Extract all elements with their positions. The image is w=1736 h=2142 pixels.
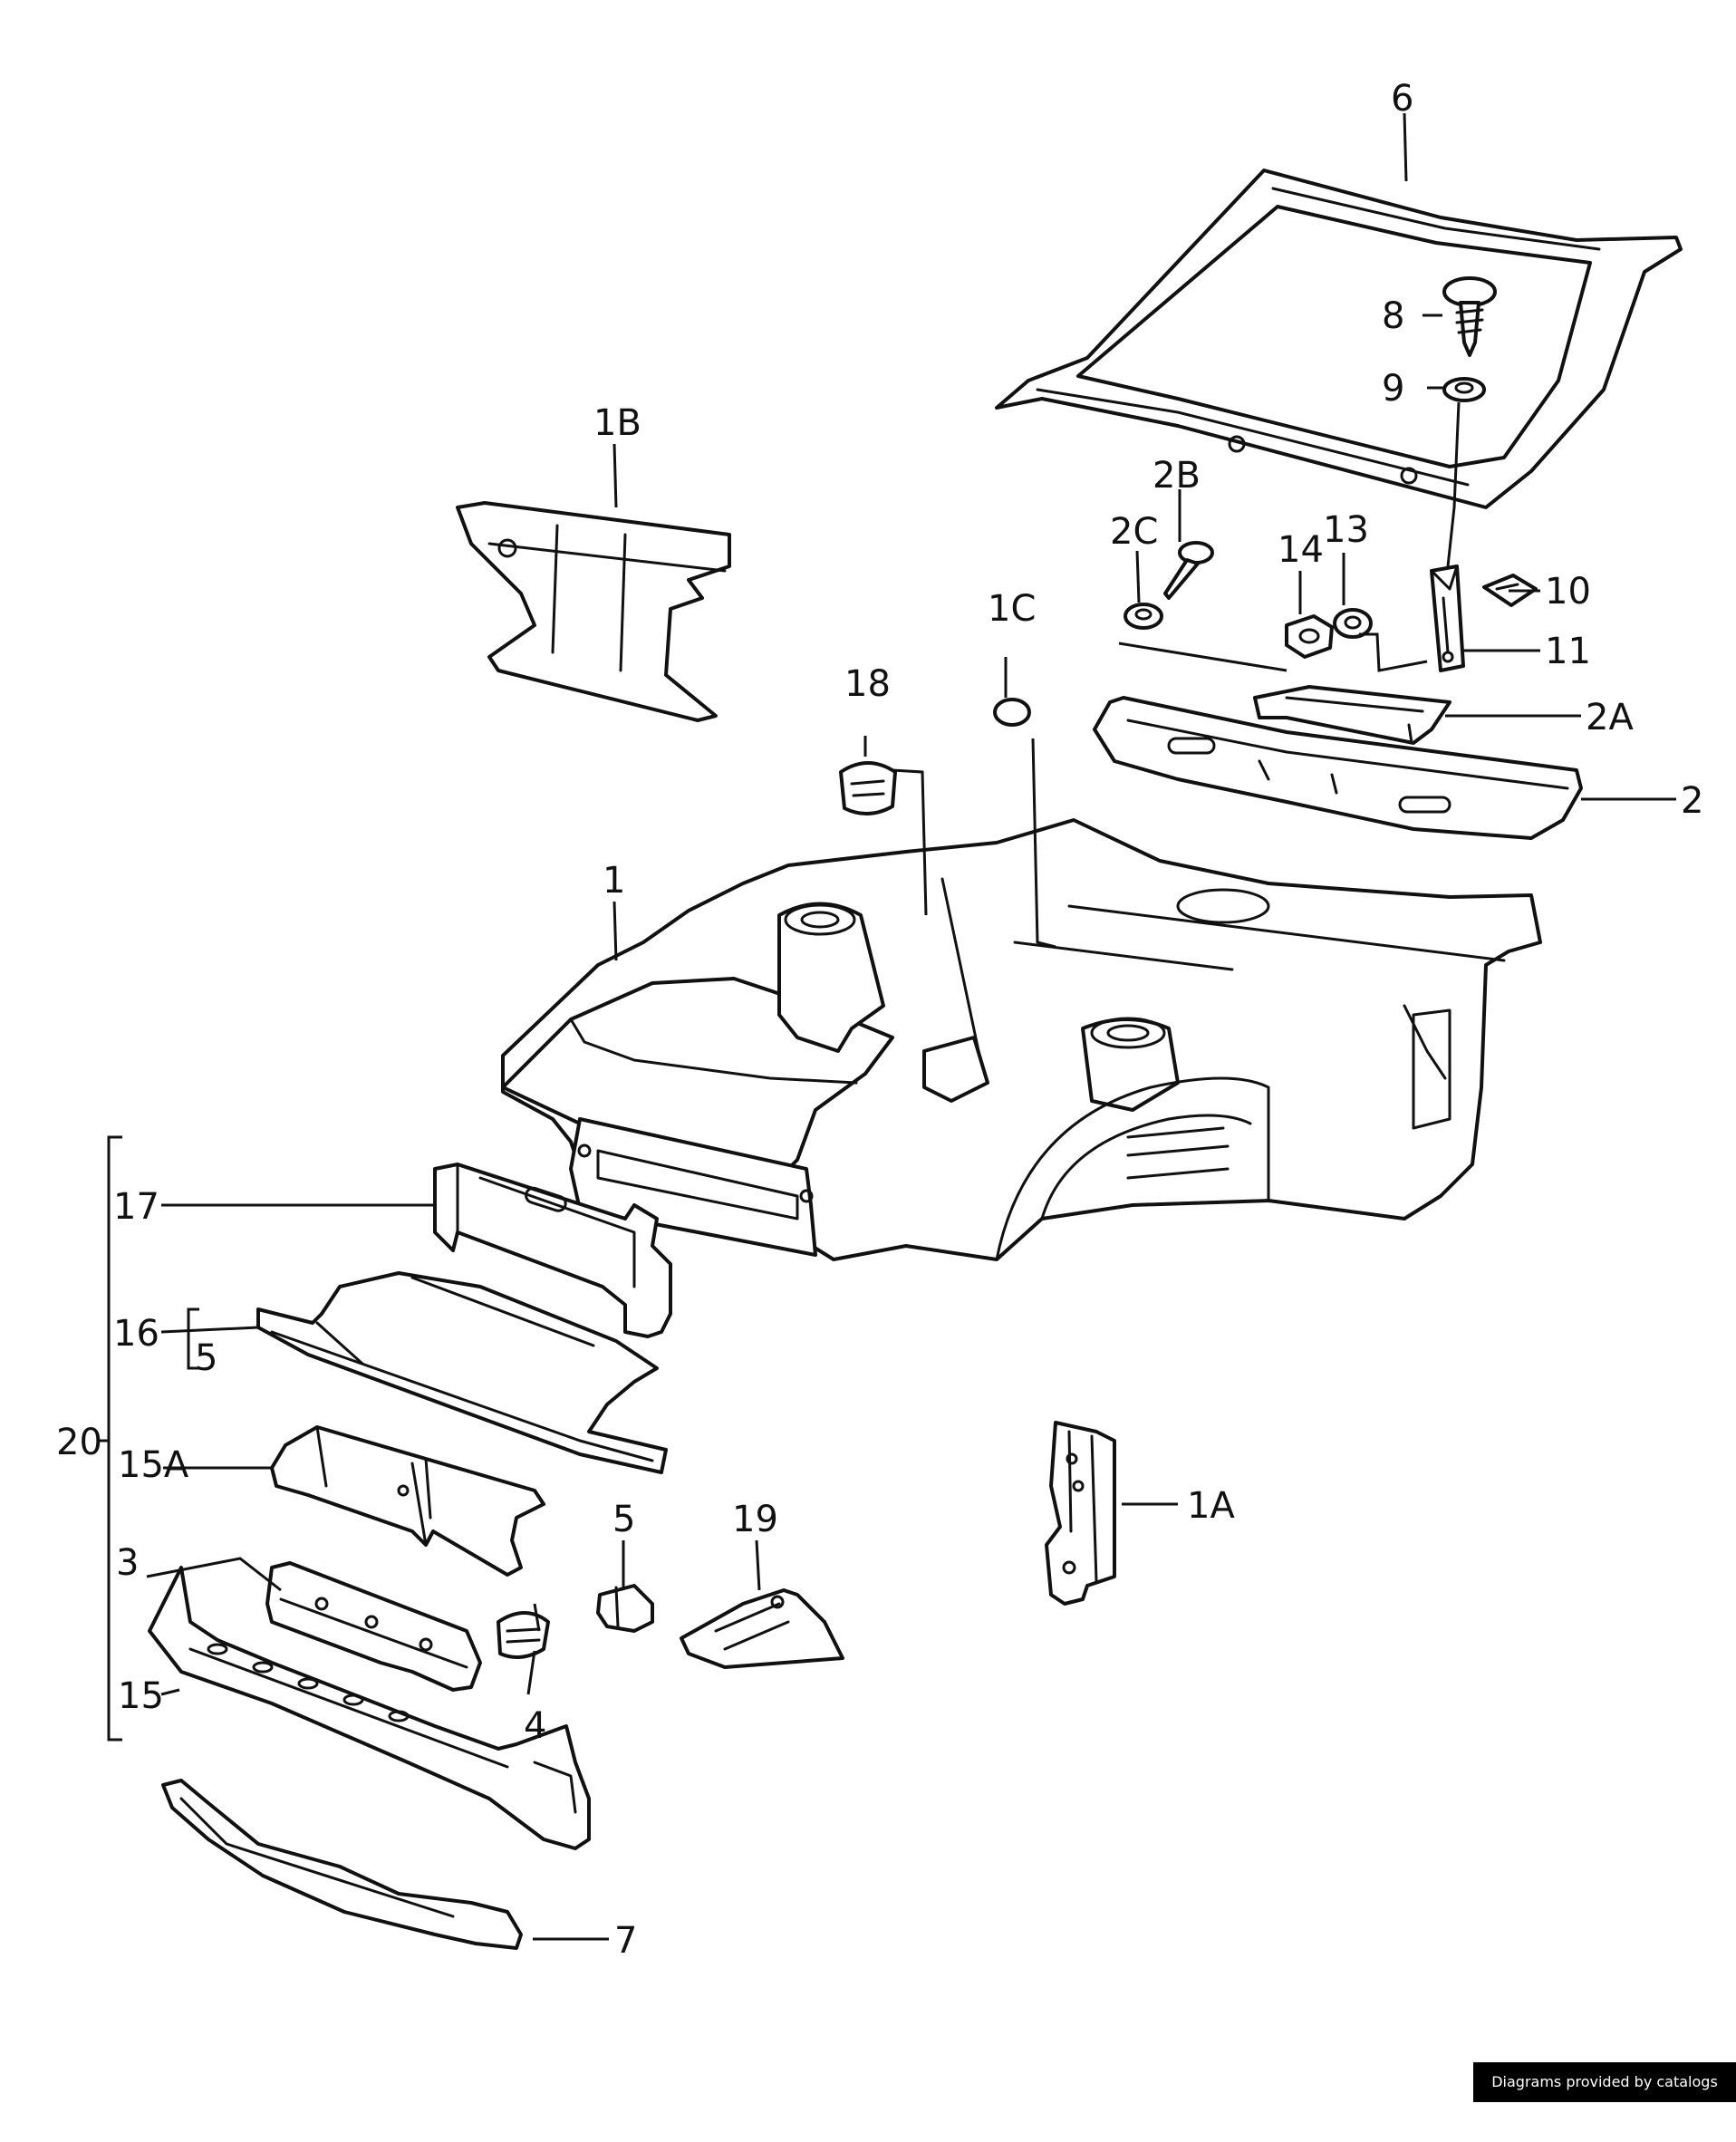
part-2C-washer	[1124, 603, 1163, 630]
part-1A-bracket	[1045, 1421, 1116, 1606]
callout-1: 1	[603, 860, 625, 902]
callout-2: 2	[1681, 780, 1703, 822]
callout-4: 4	[524, 1705, 546, 1747]
part-8-screw	[1442, 276, 1497, 357]
callout-13: 13	[1323, 509, 1369, 551]
callout-15: 15	[118, 1675, 164, 1717]
callout-3: 3	[116, 1542, 139, 1584]
callout-8: 8	[1382, 295, 1404, 337]
callout-1C: 1C	[988, 588, 1036, 630]
callout-10: 10	[1545, 571, 1591, 613]
part-3-bracket	[265, 1561, 482, 1692]
callout-11: 11	[1545, 631, 1591, 672]
callout-2C: 2C	[1110, 511, 1158, 553]
part-9-grommet	[1442, 377, 1486, 402]
part-11-bracket	[1430, 564, 1465, 672]
part-1B-panel	[456, 501, 731, 722]
callout-2B: 2B	[1153, 455, 1201, 497]
part-18-bump-stop	[839, 761, 897, 815]
part-1-body-shell	[501, 818, 1542, 1261]
callout-labels: 6 8 9 1B 2B 2C 14 13 10 11 1C 2A 18 2 1 …	[56, 78, 1703, 1962]
callout-15A: 15A	[118, 1444, 189, 1486]
part-1C-plug	[993, 698, 1031, 727]
part-13-washer	[1333, 608, 1373, 639]
part-2B-screw	[1163, 541, 1214, 600]
part-5-buffer	[596, 1584, 654, 1633]
part-6-window-frame	[995, 169, 1683, 509]
callout-7: 7	[614, 1920, 637, 1962]
callout-17: 17	[113, 1186, 159, 1228]
callout-9: 9	[1382, 368, 1404, 410]
callout-14: 14	[1278, 529, 1324, 571]
part-2A-bracket	[1253, 685, 1451, 745]
callout-5-box: 5	[195, 1337, 217, 1379]
callout-6: 6	[1391, 78, 1413, 120]
leader-lines	[100, 112, 1676, 1941]
credit-badge: Diagrams provided by catalogs parts	[1473, 2062, 1736, 2130]
callout-16: 16	[113, 1313, 159, 1355]
callout-5: 5	[612, 1499, 635, 1540]
part-4-bump-rubber	[497, 1611, 550, 1659]
part-19-plate	[680, 1588, 844, 1669]
callout-1A: 1A	[1187, 1485, 1235, 1527]
part-2-cross-member	[1093, 696, 1583, 840]
part-15-spoiler	[148, 1566, 591, 1850]
part-15A-air-guide	[270, 1425, 545, 1577]
callout-18: 18	[844, 663, 891, 705]
callout-2A: 2A	[1586, 697, 1634, 738]
callout-20: 20	[56, 1422, 102, 1463]
callout-1B: 1B	[593, 402, 641, 444]
part-14-nut	[1285, 614, 1334, 659]
part-17-crossbar	[433, 1163, 672, 1338]
part-7-lower-spoiler	[161, 1779, 523, 1950]
callout-19: 19	[732, 1499, 778, 1540]
part-16-front-panel	[256, 1271, 668, 1474]
